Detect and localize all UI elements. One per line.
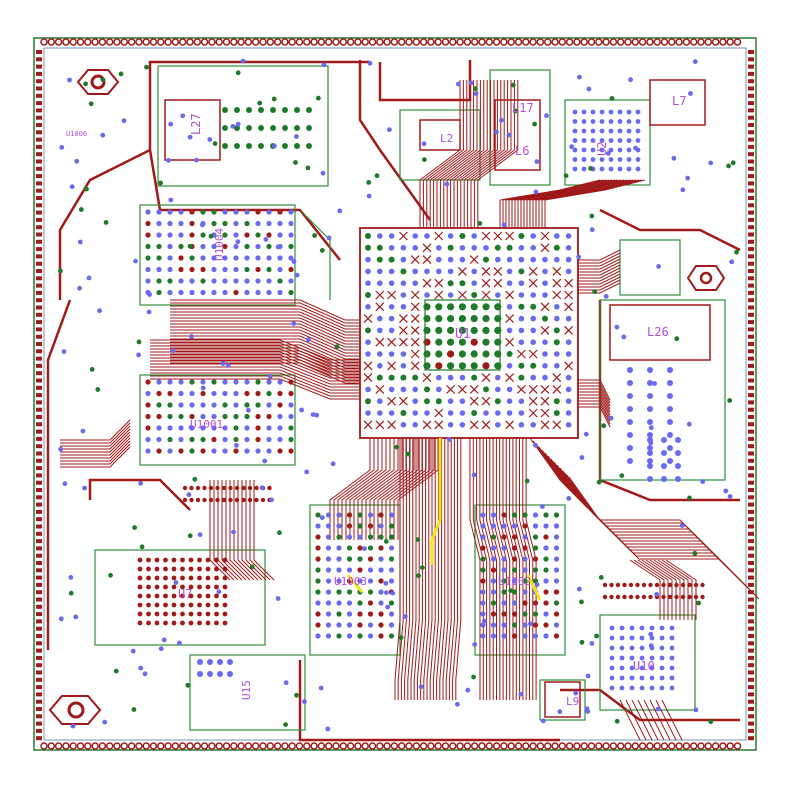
label-u2: U2 xyxy=(595,142,609,156)
edge-connector-pads xyxy=(36,38,754,750)
via-field xyxy=(58,58,739,732)
chip-pad-arrays xyxy=(137,107,705,691)
label-u1002: U1002 xyxy=(498,575,531,588)
label-u1004: U1004 xyxy=(213,228,226,261)
label-l9: L9 xyxy=(566,695,579,708)
label-l17: L17 xyxy=(512,101,534,115)
component-labels: U1 U2 L17 L6 L7 L26 L27 L9 L2 U7 U10 U15… xyxy=(66,94,686,708)
mounting-hole xyxy=(76,69,120,95)
mounting-hole xyxy=(48,695,102,725)
label-u15: U15 xyxy=(240,680,253,700)
label-l2: L2 xyxy=(440,132,453,145)
label-l27: L27 xyxy=(189,113,203,135)
label-l6: L6 xyxy=(515,144,529,158)
mounting-hole xyxy=(686,265,726,291)
label-u10: U10 xyxy=(633,659,655,673)
main-bga-chip xyxy=(359,227,579,439)
label-l26: L26 xyxy=(647,325,669,339)
signal-trace-bundles xyxy=(60,80,760,741)
label-u1003: U1003 xyxy=(334,575,367,588)
label-l7: L7 xyxy=(672,94,686,108)
highlight-traces xyxy=(346,438,542,601)
power-traces xyxy=(46,60,741,742)
label-u1: U1 xyxy=(455,327,471,342)
label-u1001: U1001 xyxy=(190,418,223,431)
label-u1006: U1006 xyxy=(66,130,87,138)
label-u7: U7 xyxy=(178,587,192,601)
board-outline xyxy=(33,37,757,751)
